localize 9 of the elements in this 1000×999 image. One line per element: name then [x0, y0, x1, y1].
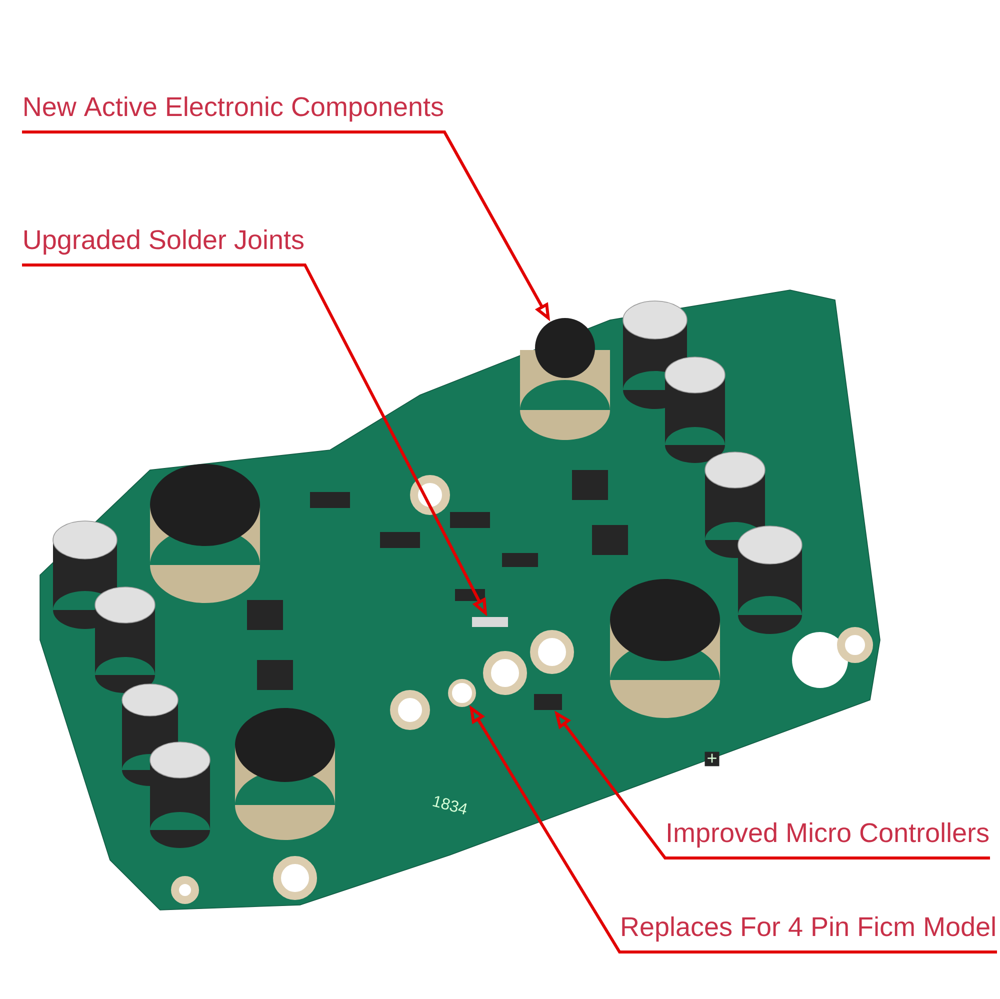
callout-label: Improved Micro Controllers	[668, 822, 989, 848]
silkscreen-text: 1834	[428, 792, 472, 818]
pin-hole-drawing	[448, 679, 476, 707]
callout-label: New Active Electronic Components	[24, 96, 444, 122]
callout-label: Replaces For 4 Pin Ficm Model	[622, 916, 995, 942]
solder-pad-drawing	[472, 617, 508, 627]
inductor-drawing	[535, 318, 595, 378]
chip-drawing	[534, 694, 562, 710]
callout-label: Upgraded Solder Joints	[24, 229, 304, 255]
